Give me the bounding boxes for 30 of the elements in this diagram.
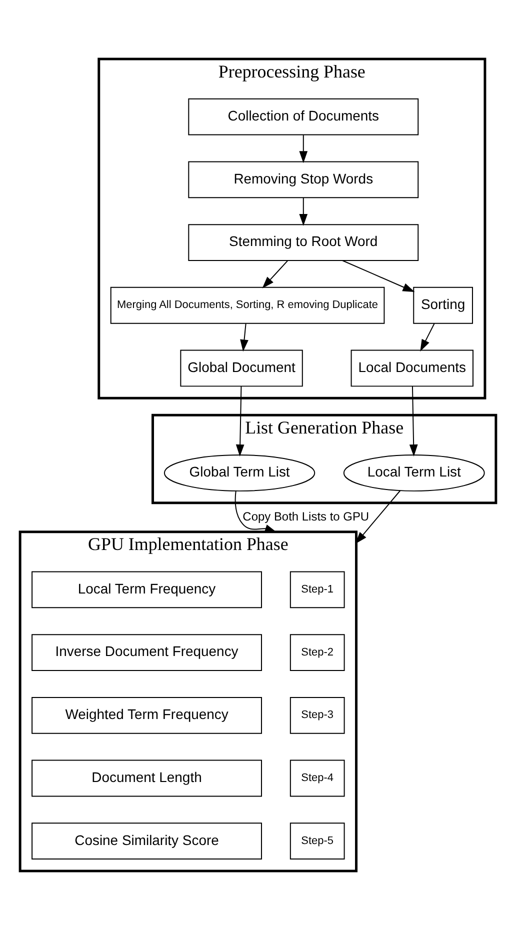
node-ellipse: Global Term List: [164, 454, 316, 491]
node-box: Step-4: [290, 759, 345, 796]
arrow: [299, 196, 308, 226]
arrow: [236, 385, 244, 456]
node-box: Inverse Document Frequency: [32, 634, 262, 670]
node-box: Weighted Term Frequency: [32, 696, 262, 734]
node-ellipse: Local Term List: [343, 454, 485, 491]
arrow: [240, 322, 248, 352]
arrow: [299, 134, 308, 163]
node-box: Document Length: [32, 759, 262, 796]
node-box: Step-3: [290, 696, 345, 734]
node-box: Sorting: [413, 286, 473, 324]
node-box: Cosine Similarity Score: [32, 822, 262, 860]
node-box: Local Documents: [350, 349, 474, 386]
node-box: Global Document: [180, 349, 303, 386]
node-box: Step-1: [290, 570, 345, 608]
node-box: Step-2: [290, 634, 345, 670]
node-box: Merging All Documents, Sorting, R emoving Duplicate: [110, 286, 385, 324]
arrow: [342, 260, 415, 292]
arrow: [355, 490, 401, 544]
edge-label: Copy Both Lists to GPU: [242, 508, 370, 523]
arrow: [420, 322, 435, 351]
arrow: [409, 385, 418, 456]
node-box: Step-5: [290, 822, 345, 860]
arrow: [262, 260, 288, 288]
arrow: [234, 490, 277, 532]
node-box: Stemming to Root Word: [188, 224, 419, 260]
node-box: Collection of Documents: [188, 98, 419, 135]
node-box: Local Term Frequency: [32, 570, 262, 608]
node-box: Removing Stop Words: [188, 160, 419, 198]
